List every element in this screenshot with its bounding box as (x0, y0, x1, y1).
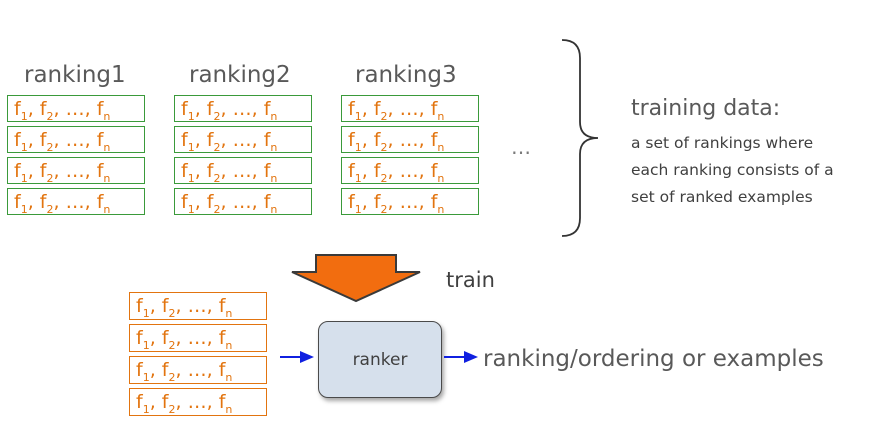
ranking-title-2: ranking2 (189, 62, 291, 88)
feature-box: f1, f2, …, fn (174, 157, 312, 185)
feature-vector: f1, f2, …, fn (181, 160, 278, 185)
training-data-title: training data: (631, 96, 781, 121)
feature-vector: f1, f2, …, fn (14, 160, 111, 185)
train-label: train (446, 268, 495, 292)
feature-box: f1, f2, …, fn (174, 95, 312, 123)
output-arrow-icon (444, 351, 478, 363)
feature-box: f1, f2, …, fn (341, 188, 479, 216)
feature-box: f1, f2, …, fn (7, 157, 145, 185)
output-label: ranking/ordering or examples (483, 346, 824, 372)
input-examples-stack: f1, f2, …, fn f1, f2, …, fn f1, f2, …, f… (129, 292, 267, 416)
down-arrow-icon (291, 254, 421, 303)
feature-vector: f1, f2, …, fn (136, 295, 233, 320)
ranking-title-3: ranking3 (355, 62, 457, 88)
curly-brace-icon (561, 39, 599, 237)
feature-vector: f1, f2, …, fn (348, 98, 445, 123)
ranking-stack-2: f1, f2, …, fn f1, f2, …, fn f1, f2, …, f… (174, 95, 312, 216)
feature-vector: f1, f2, …, fn (136, 327, 233, 352)
training-data-line: set of ranked examples (631, 188, 813, 206)
feature-box: f1, f2, …, fn (341, 157, 479, 185)
example-box: f1, f2, …, fn (129, 356, 267, 384)
feature-vector: f1, f2, …, fn (14, 191, 111, 216)
ranking-stack-1: f1, f2, …, fn f1, f2, …, fn f1, f2, …, f… (7, 95, 145, 216)
feature-box: f1, f2, …, fn (341, 95, 479, 123)
feature-vector: f1, f2, …, fn (348, 160, 445, 185)
feature-vector: f1, f2, …, fn (136, 359, 233, 384)
feature-box: f1, f2, …, fn (7, 126, 145, 154)
feature-vector: f1, f2, …, fn (181, 129, 278, 154)
training-data-description: a set of rankings where each ranking con… (631, 130, 834, 211)
feature-box: f1, f2, …, fn (174, 126, 312, 154)
example-box: f1, f2, …, fn (129, 388, 267, 416)
example-box: f1, f2, …, fn (129, 292, 267, 320)
feature-box: f1, f2, …, fn (174, 188, 312, 216)
feature-vector: f1, f2, …, fn (14, 98, 111, 123)
ranker-box: ranker (318, 321, 442, 398)
feature-box: f1, f2, …, fn (7, 95, 145, 123)
feature-vector: f1, f2, …, fn (348, 129, 445, 154)
feature-vector: f1, f2, …, fn (348, 191, 445, 216)
feature-box: f1, f2, …, fn (7, 188, 145, 216)
ranking-title-1: ranking1 (24, 62, 126, 88)
training-data-line: a set of rankings where (631, 134, 814, 152)
ranking-stack-3: f1, f2, …, fn f1, f2, …, fn f1, f2, …, f… (341, 95, 479, 216)
feature-vector: f1, f2, …, fn (136, 391, 233, 416)
feature-vector: f1, f2, …, fn (14, 129, 111, 154)
ranker-label: ranker (352, 349, 408, 370)
feature-vector: f1, f2, …, fn (181, 191, 278, 216)
feature-box: f1, f2, …, fn (341, 126, 479, 154)
input-arrow-icon (280, 351, 314, 363)
feature-vector: f1, f2, …, fn (181, 98, 278, 123)
example-box: f1, f2, …, fn (129, 324, 267, 352)
more-rankings-ellipsis: … (511, 135, 531, 159)
training-data-line: each ranking consists of a (631, 161, 834, 179)
